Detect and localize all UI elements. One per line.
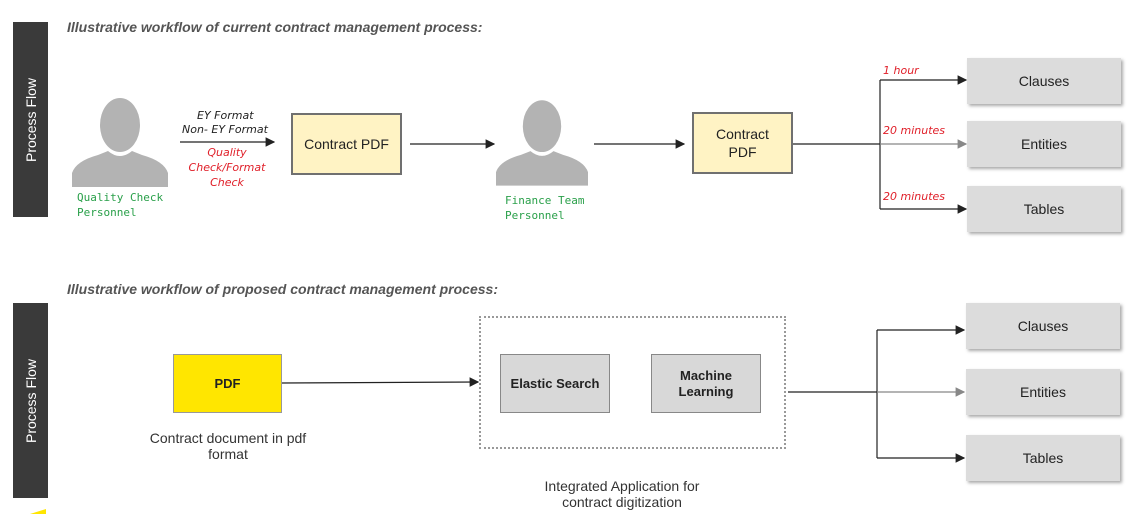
- app-caption: Integrated Application for contract digi…: [544, 478, 700, 510]
- output-tables: Tables: [967, 186, 1121, 232]
- time-label-tables: 20 minutes: [883, 190, 946, 203]
- pdf-caption: Contract document in pdf format: [149, 430, 307, 462]
- proposed-heading: Illustrative workflow of proposed contra…: [67, 281, 498, 297]
- person2-caption: Finance Team Personnel: [505, 194, 585, 222]
- format-label-1: EY Format: [197, 109, 254, 122]
- output-clauses-2: Clauses: [966, 303, 1120, 349]
- elastic-search-box: Elastic Search: [500, 354, 610, 413]
- current-heading: Illustrative workflow of current contrac…: [67, 19, 483, 35]
- sidebar-process-flow-top: Process Flow: [13, 22, 48, 217]
- sidebar-label: Process Flow: [22, 358, 39, 443]
- person1-caption: Quality Check Personnel: [77, 191, 164, 219]
- contract-pdf-box-2: Contract PDF: [692, 112, 793, 174]
- time-label-entities: 20 minutes: [883, 124, 946, 137]
- contract-pdf-box: Contract PDF: [291, 113, 402, 175]
- output-tables-2: Tables: [966, 435, 1120, 481]
- sidebar-label: Process Flow: [22, 77, 39, 162]
- output-clauses: Clauses: [967, 58, 1121, 104]
- person-icon-quality-check: [72, 98, 168, 187]
- corner-mark: [30, 509, 46, 514]
- pdf-box: PDF: [173, 354, 282, 413]
- format-label-2: Non- EY Format: [182, 123, 268, 136]
- time-label-clauses: 1 hour: [883, 64, 919, 77]
- arrow-pdf-to-app: [281, 377, 480, 387]
- output-entities: Entities: [967, 121, 1121, 167]
- output-entities-2: Entities: [966, 369, 1120, 415]
- person-icon-finance-team: [496, 100, 588, 186]
- machine-learning-box: Machine Learning: [651, 354, 761, 413]
- sidebar-process-flow-bottom: Process Flow: [13, 303, 48, 498]
- integrated-app-container: [479, 316, 786, 449]
- check-label: Quality Check/Format Check: [188, 146, 266, 189]
